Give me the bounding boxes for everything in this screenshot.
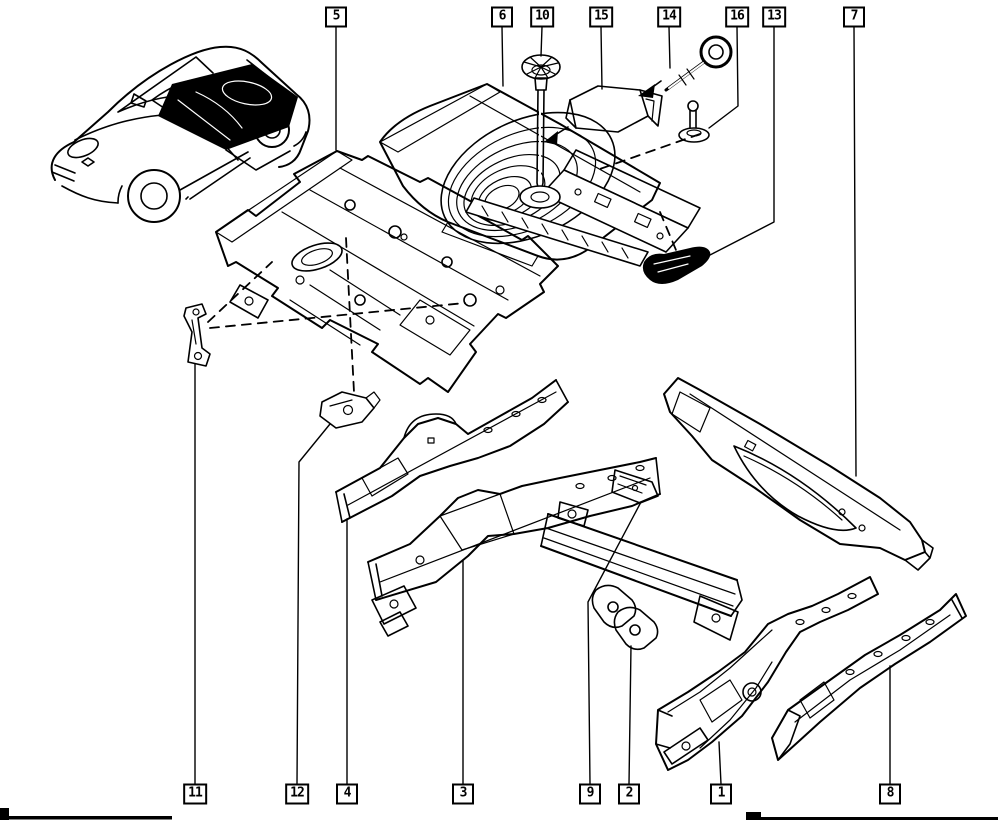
leader-line-7 xyxy=(853,26,857,477)
leader-lines xyxy=(194,26,891,785)
part-11-bracket xyxy=(183,303,211,367)
car-highlighted-floor-area xyxy=(158,64,298,150)
part-13-bracket xyxy=(642,246,711,284)
part-16-fastener-pin xyxy=(678,100,710,143)
leader-line-13 xyxy=(709,26,775,256)
leader-line-15 xyxy=(600,26,603,90)
scan-edge-marks xyxy=(0,808,998,820)
callout-14: 14 xyxy=(657,6,681,28)
callout-13: 13 xyxy=(762,6,786,28)
part-14-towing-eye xyxy=(638,35,733,98)
leader-line-1 xyxy=(718,741,722,785)
callout-12: 12 xyxy=(285,783,309,805)
leader-line-14 xyxy=(668,26,671,69)
car-body-outline xyxy=(50,45,311,181)
part-10-screw xyxy=(519,54,561,209)
callout-4: 4 xyxy=(336,783,358,805)
part-1-rear-side-member-right xyxy=(655,576,879,771)
rear-end-panel xyxy=(465,149,701,267)
part-4-side-member-front-left xyxy=(335,379,569,523)
callout-16: 16 xyxy=(725,6,749,28)
car-headlight xyxy=(67,137,99,159)
callout-8: 8 xyxy=(879,783,901,805)
part-7-rear-crossmember xyxy=(663,377,934,571)
leader-line-16 xyxy=(708,26,739,129)
part-9-upper-bracket xyxy=(611,469,659,504)
leader-line-12 xyxy=(296,423,331,785)
callout-15: 15 xyxy=(589,6,613,28)
callout-6: 6 xyxy=(491,6,513,28)
car-mirror xyxy=(130,93,147,108)
callout-9: 9 xyxy=(579,783,601,805)
car-thumbnail xyxy=(50,45,311,223)
part-8-side-member-extension-right xyxy=(771,593,967,761)
callout-5: 5 xyxy=(325,6,347,28)
direction-arrows xyxy=(544,126,569,145)
callout-7: 7 xyxy=(843,6,865,28)
leader-line-6 xyxy=(501,26,504,87)
callout-2: 2 xyxy=(618,783,640,805)
car-front-wheel xyxy=(127,169,181,223)
callout-3: 3 xyxy=(452,783,474,805)
part-12-bracket xyxy=(319,391,381,429)
leader-line-2 xyxy=(628,645,632,785)
callout-1: 1 xyxy=(710,783,732,805)
callout-11: 11 xyxy=(183,783,207,805)
callout-10: 10 xyxy=(530,6,554,28)
leader-line-10 xyxy=(540,26,543,57)
part-3-side-member-left xyxy=(367,457,661,637)
part-2-mounting-brackets xyxy=(591,584,659,651)
part-9-crossmember xyxy=(540,469,743,651)
assembly-pointer-dashed-lines xyxy=(207,133,701,393)
leader-line-9 xyxy=(587,501,642,785)
